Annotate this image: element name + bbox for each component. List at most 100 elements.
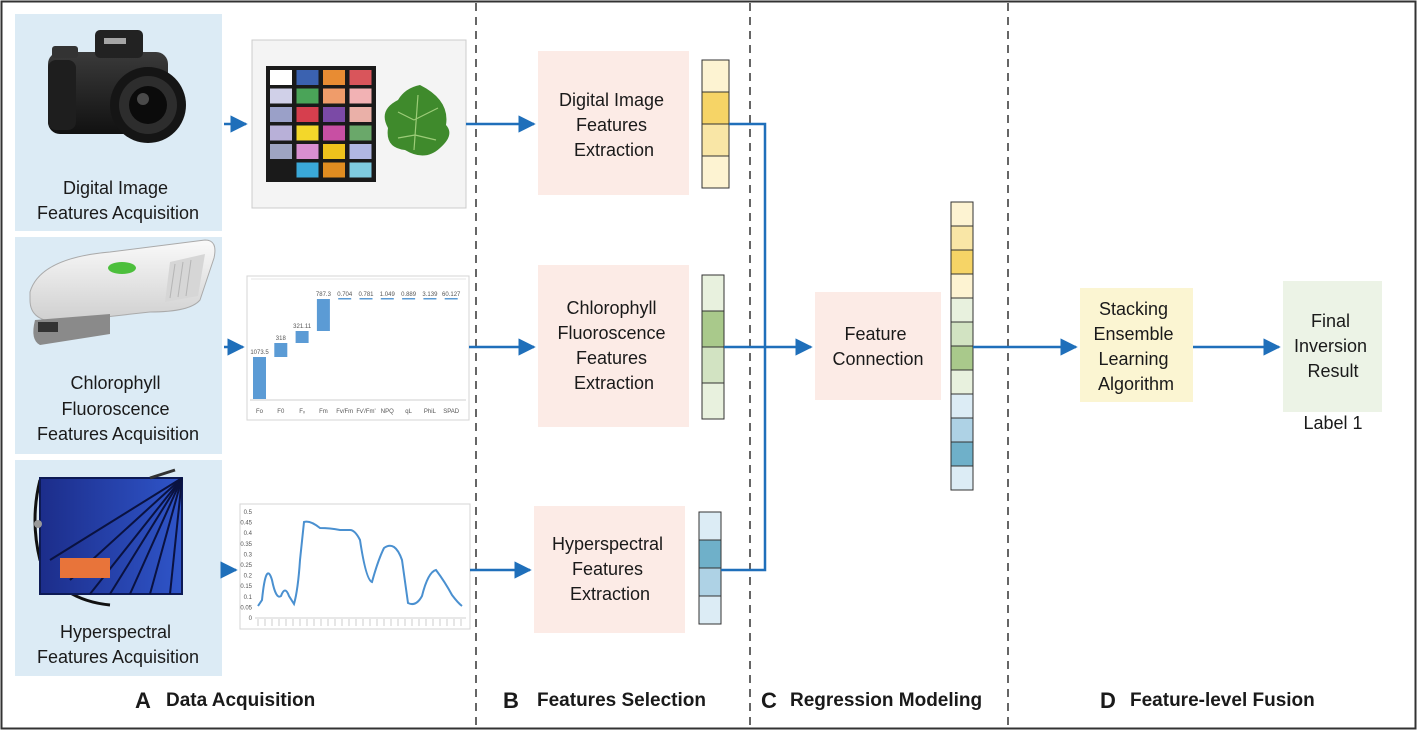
connector-digital [729,122,767,347]
final-label: Label 1 [1303,413,1362,433]
color-checker-grid [270,70,372,178]
fluorescence-category: SPAD [443,409,460,415]
checker-swatch [270,107,292,122]
checker-swatch [270,144,292,159]
fluorescence-bar [402,298,416,300]
extract-box-chlorophyll: Chlorophyll Fluoroscence Features Extrac… [538,265,689,427]
spectrum-y-ticks: 0.50.450.40.350.30.250.20.150.10.050 [240,510,466,622]
fluorescence-bar [253,357,266,399]
section-caption-b: B Features Selection [503,688,706,713]
fluorescence-bar-value: 0.781 [358,292,374,298]
spectrum-y-tick: 0.25 [240,563,252,569]
section-caption-c: C Regression Modeling [761,688,982,713]
checker-swatch [296,162,319,178]
section-caption-d: D Feature-level Fusion [1100,688,1315,713]
fluorescence-bar-value: 321.11 [293,324,312,330]
spectrum-y-tick: 0.1 [244,595,253,601]
checker-swatch [323,70,345,85]
svg-text:Chlorophyll Fluoroscence: Chlorophyll Fluoroscence Features Extrac… [557,298,670,393]
spectrum-x-ticks [257,619,462,626]
fluorescence-bar-value: 787.3 [316,292,332,298]
checker-swatch [349,125,372,141]
fluorescence-bar-value: 318 [276,336,287,342]
acquisition-panel-digital: Digital Image Features Acquisition [15,14,222,231]
fluorescence-bar [423,298,437,300]
vector-concatenated [950,201,974,491]
stacking-box: Stacking Ensemble Learning Algorithm [1080,288,1193,402]
checker-swatch [296,88,319,104]
svg-text:C: C [761,688,777,713]
svg-text:Features Selection: Features Selection [537,690,706,711]
fluorescence-bar-value: 1.049 [380,292,396,298]
section-caption-a: A Data Acquisition [135,688,315,713]
svg-text:Feature-level Fusion: Feature-level Fusion [1130,690,1315,711]
spectrum-curve [257,520,463,607]
vector-digital [701,59,730,189]
svg-text:B: B [503,688,519,713]
color-checker-image [251,39,467,209]
fluorescence-bar-value: 0.704 [337,292,353,298]
acquisition-panel-hyperspectral: Hyperspectral Features Acquisition [15,460,222,676]
spectrum-y-tick: 0.5 [244,510,253,516]
fluorescence-bar [380,298,394,300]
svg-text:D: D [1100,688,1116,713]
svg-text:Digital Image Features: Digital Image Features Extraction [559,90,669,160]
fluorescence-bar-value: 0.889 [401,292,417,298]
checker-swatch [349,162,372,178]
svg-text:Hyperspectral Features: Hyperspectral Features Extraction [552,534,668,604]
fluorescence-category: Fv/Fm [336,409,353,415]
spectrum-y-tick: 0.15 [240,584,252,590]
fluorescence-category: qL [405,409,412,415]
fluorescence-category: PhiL [424,409,437,415]
flow-arrows [220,115,1281,579]
checker-swatch [323,144,345,159]
vector-hyperspectral [698,511,722,625]
checker-swatch [296,125,319,141]
vector-chlorophyll [701,274,725,420]
acq-chlorophyll-label: Chlorophyll Fluoroscence Features Acquis… [37,373,199,444]
fluorescence-bar-value: 60.127 [442,292,461,298]
checker-swatch [349,144,372,159]
checker-swatch [323,107,345,122]
fluorescence-bar [316,299,330,331]
final-result-box: Final Inversion Result [1283,281,1382,412]
checker-swatch [270,70,292,85]
svg-text:Feature Connection: Feature Connection [832,324,923,369]
checker-swatch [270,88,292,104]
spectrum-line-chart: 0.50.450.40.350.30.250.20.150.10.050 [239,503,471,630]
fluorescence-bar [359,298,373,300]
extract-box-digital: Digital Image Features Extraction [538,51,689,195]
checker-swatch [323,125,345,141]
fluorometer-icon [29,239,216,345]
acq-digital-label: Digital Image Features Acquisition [37,178,199,223]
fluorescence-bar [444,298,458,300]
fluorescence-category: Fm [319,409,328,415]
svg-text:Data Acquisition: Data Acquisition [166,690,315,711]
svg-text:A: A [135,688,151,713]
spectrum-y-tick: 0.35 [240,542,252,548]
hyperspectral-camera-icon [33,468,183,607]
acq-hyperspectral-label: Hyperspectral Features Acquisition [37,622,199,667]
camera-icon [48,30,186,143]
spectrum-y-tick: 0.2 [244,574,253,580]
checker-swatch [270,162,292,178]
checker-swatch [323,162,345,178]
checker-swatch [296,70,319,85]
feature-connection-box: Feature Connection [815,292,941,400]
fluorescence-category: Fo [256,409,264,415]
extract-box-hyperspectral: Hyperspectral Features Extraction [534,506,685,633]
checker-swatch [349,70,372,85]
svg-text:Stacking Ensemble: Stacking Ensemble Learning Algorithm [1093,299,1178,394]
acquisition-panel-chlorophyll: Chlorophyll Fluoroscence Features Acquis… [15,237,222,454]
checker-swatch [296,144,319,159]
spectrum-y-tick: 0 [249,616,253,622]
svg-text:Final Inversion Re: Final Inversion Result [1294,311,1372,381]
fluorescence-category: Fv'/Fm' [356,409,375,415]
fluorescence-category: NPQ [381,409,394,415]
checker-swatch [270,125,292,141]
